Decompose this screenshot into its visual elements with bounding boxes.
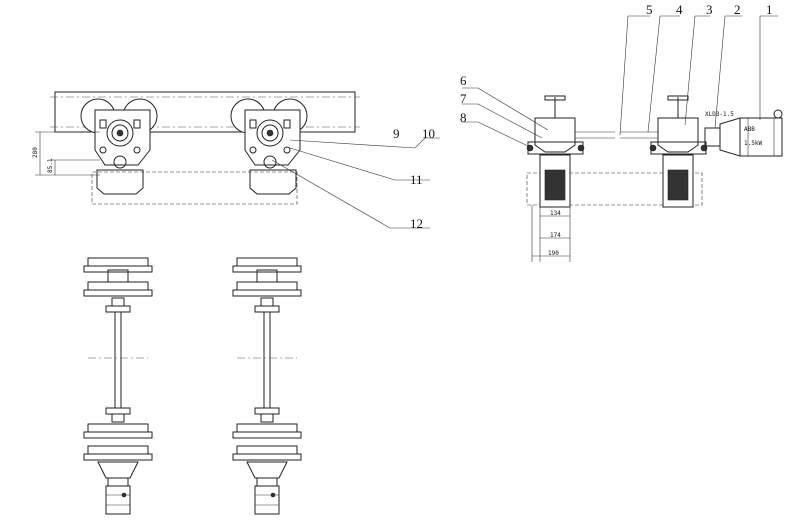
callout-8: 8 [460, 110, 467, 125]
motor-power-label: 1.5kW [744, 140, 762, 147]
callout-11: 11 [410, 172, 423, 187]
motor-brand-label: ABB [744, 126, 755, 133]
trolley-right [230, 98, 308, 195]
plan-view-left-axle [83, 257, 153, 515]
height-dimensions: 280 85.1 [32, 131, 100, 176]
leaders-side-left [462, 87, 549, 149]
callout-6: 6 [460, 73, 467, 88]
dim-190: 190 [548, 250, 559, 257]
dim-85-1: 85.1 [47, 158, 54, 173]
leaders-front [271, 137, 440, 229]
callout-12: 12 [410, 216, 423, 231]
plan-view-right-axle [232, 257, 302, 515]
trolley-left [80, 98, 158, 195]
callout-1: 1 [766, 2, 773, 17]
callout-4: 4 [676, 2, 683, 17]
side-elevation-view: XLD3-1.5 ABB 1.5kW 134 174 190 5 4 3 2 [460, 2, 783, 262]
dim-174: 174 [550, 232, 561, 239]
callout-5: 5 [646, 2, 653, 17]
drive-motor: XLD3-1.5 ABB 1.5kW [704, 109, 783, 157]
width-dimensions: 134 174 190 [531, 205, 571, 262]
dim-134: 134 [550, 210, 561, 217]
callout-3: 3 [706, 2, 713, 17]
callout-7: 7 [460, 91, 467, 106]
front-elevation-view: 280 85.1 9 10 11 12 [32, 91, 440, 231]
callout-10: 10 [422, 126, 435, 141]
side-unit-left [526, 95, 615, 208]
leaders-side-top [619, 15, 778, 136]
side-unit-right [620, 95, 708, 208]
callout-2: 2 [734, 2, 741, 17]
callout-9: 9 [393, 126, 400, 141]
motor-model-label: XLD3-1.5 [705, 111, 734, 118]
dim-280: 280 [32, 147, 39, 158]
